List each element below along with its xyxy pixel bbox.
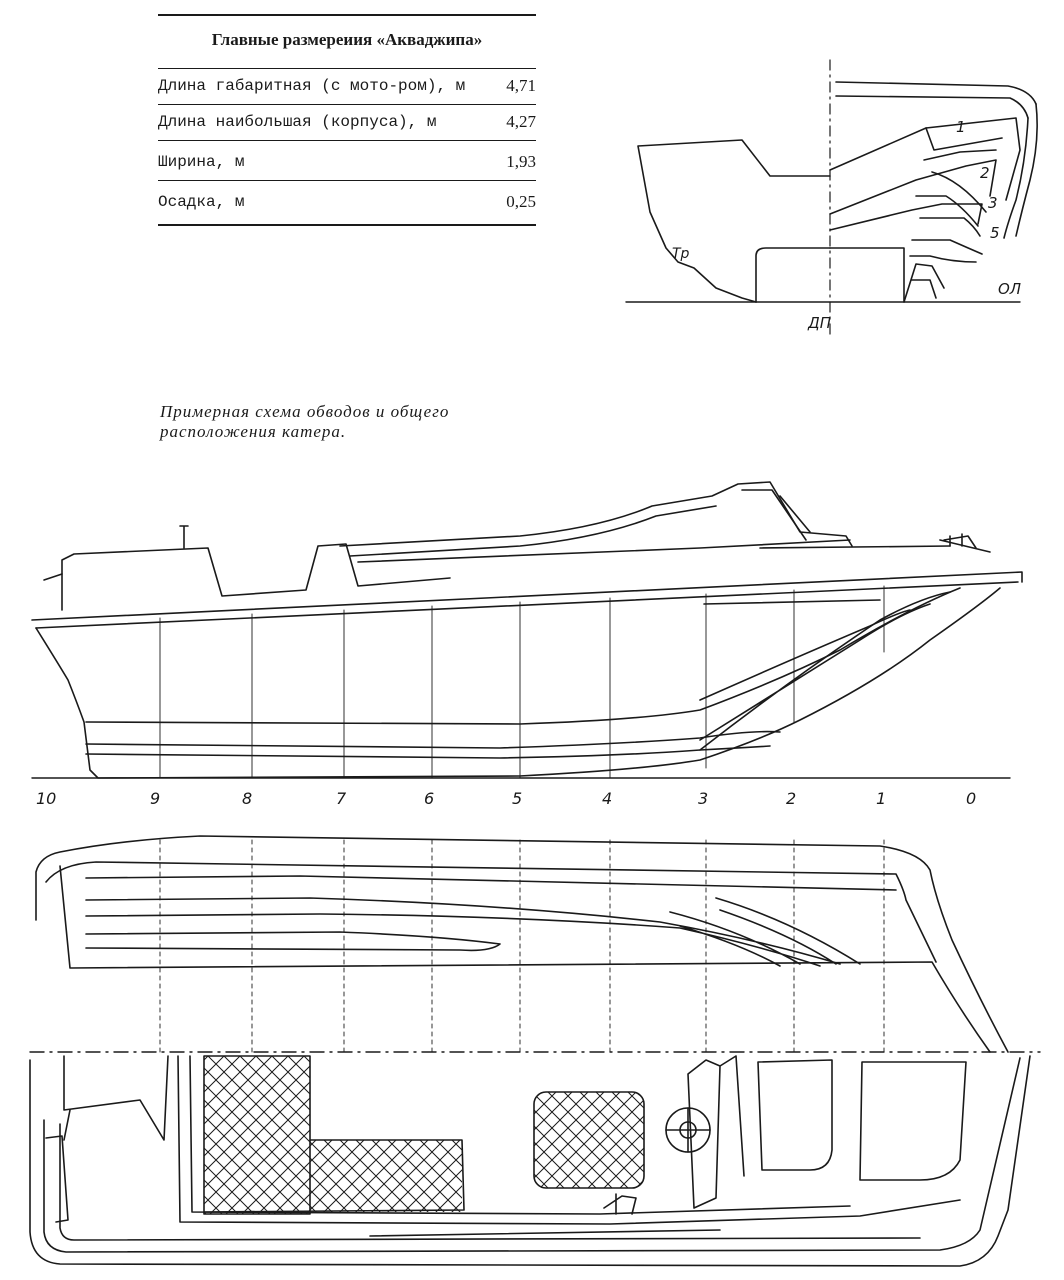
windshield: [339, 481, 853, 547]
plan-station-lines: [159, 839, 885, 1053]
spray-rail-2: [699, 599, 911, 701]
row-value: 1,93: [506, 152, 536, 171]
table-bottom-rule: [158, 224, 536, 226]
station-label: 2: [786, 789, 796, 808]
aft-seat-ext-hatch: [310, 1140, 462, 1212]
forward-seat-right: [859, 1061, 967, 1181]
fuel-line: [369, 1229, 721, 1237]
forward-seat-left: [757, 1059, 833, 1171]
table-rule: [158, 68, 536, 69]
station-label: 1: [876, 789, 886, 808]
stern-rail: [43, 573, 63, 581]
keel-strip: [85, 730, 781, 759]
table-row: Осадка, м 0,25: [158, 181, 536, 220]
motor-well: [63, 1055, 169, 1141]
center-seat: [533, 1091, 645, 1189]
bow-stem: [1003, 103, 1038, 239]
section-3: [829, 203, 983, 231]
label-baseline: ОЛ: [998, 280, 1021, 298]
label-section-3: 3: [988, 194, 998, 212]
side-profile: 10 9 8 7 6 5 4 3 2 1 0: [31, 481, 1023, 808]
label-centerline: ДП: [807, 314, 831, 332]
station-label: 6: [424, 789, 434, 808]
station-label: 10: [36, 789, 56, 808]
transom-outline: [637, 139, 831, 303]
spray-rail-1: [699, 591, 951, 751]
section-5: [909, 239, 983, 263]
aft-seat: [203, 1055, 311, 1215]
row-label: Длина наибольшая (корпуса), м: [158, 113, 437, 131]
windshield-inner: [349, 489, 811, 557]
section-1: [829, 117, 1021, 201]
station-label: 7: [336, 789, 347, 808]
hull-outline-top: [35, 835, 1009, 1053]
sheer-line: [835, 81, 1037, 119]
cockpit-rail: [357, 539, 991, 563]
row-value: 4,27: [506, 112, 536, 131]
antenna: [179, 525, 189, 549]
hull-outline: [35, 587, 1001, 779]
gunwale-inner: [43, 1057, 1021, 1253]
stern-rail-plan: [45, 1135, 69, 1223]
chine-top: [45, 861, 937, 963]
table-rule: [158, 140, 536, 141]
label-section-2: 2: [980, 164, 990, 182]
row-value: 0,25: [506, 192, 536, 211]
section-chines: [903, 263, 945, 303]
table-title: Главные размереиия «Акваджипа»: [211, 30, 483, 49]
chine-line: [85, 587, 961, 725]
console: [687, 1055, 745, 1209]
keel-plan: [59, 865, 991, 1053]
hull-outline-bottom: [29, 1055, 1031, 1267]
row-label: Длина габаритная (с мото-ром), м: [158, 77, 466, 95]
station-label: 8: [242, 789, 252, 808]
outboard-motor: [61, 543, 451, 611]
station-label: 5: [512, 789, 522, 808]
station-labels: 10 9 8 7 6 5 4 3 2 1 0: [36, 789, 976, 808]
station-label: 0: [966, 789, 976, 808]
section-3b: [915, 195, 981, 237]
body-plan: 1 2 3 5 Тр ДП ОЛ: [625, 59, 1038, 339]
side-deck: [177, 1055, 961, 1225]
table-row: Ширина, м 1,93: [158, 141, 536, 180]
section-1b: [925, 127, 1003, 151]
figure-caption: Примерная схема обводов и общего располо…: [160, 402, 450, 441]
row-label: Ширина, м: [158, 153, 245, 171]
table-rule: [158, 104, 536, 105]
table-rule: [158, 180, 536, 181]
steering-spokes: [665, 1107, 711, 1153]
spray-strips-plan: [85, 875, 897, 967]
table-top-rule: [158, 14, 536, 16]
plan-view: [29, 835, 1041, 1267]
cleat: [943, 533, 977, 549]
table-row: Длина габаритная (с мото-ром), м 4,71: [158, 69, 536, 104]
label-section-5: 5: [990, 224, 1000, 242]
station-lines: [159, 585, 885, 779]
deck-line: [31, 571, 1023, 629]
dimensions-table: Главные размереиия «Акваджипа» Длина габ…: [158, 14, 536, 226]
row-value: 4,71: [506, 76, 536, 95]
station-label: 3: [698, 789, 708, 808]
station-label: 9: [150, 789, 160, 808]
station-label: 4: [602, 789, 612, 808]
table-row: Длина наибольшая (корпуса), м 4,27: [158, 105, 536, 140]
keel-forward: [829, 247, 905, 303]
seat-backrest: [603, 1193, 637, 1215]
transom-inner: [755, 247, 831, 303]
label-section-1: 1: [956, 118, 966, 136]
row-label: Осадка, м: [158, 193, 245, 211]
label-transom: Тр: [672, 246, 690, 262]
section-2: [829, 159, 997, 215]
